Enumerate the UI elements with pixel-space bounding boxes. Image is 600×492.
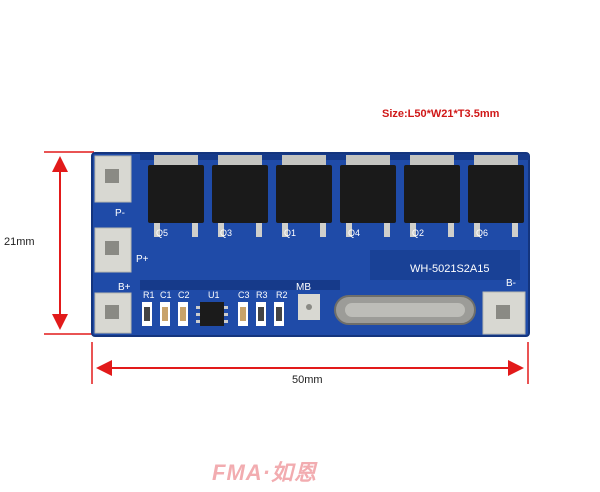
mosfet-q6: Q6: [468, 155, 524, 238]
pad-label-b-minus: B-: [506, 278, 516, 289]
pad-label-p-minus: P-: [115, 208, 125, 219]
mosfet-q4: Q4: [340, 155, 396, 238]
mosfet-label: Q4: [348, 228, 360, 238]
mosfet-label: Q6: [476, 228, 488, 238]
board-model-label: WH-5021S2A15: [410, 263, 490, 275]
pad-label-b-plus: B+: [118, 282, 131, 293]
size-caption: Size:L50*W21*T3.5mm: [382, 108, 500, 120]
pad-label-mb: MB: [296, 282, 311, 293]
mosfet-row: Q5 Q3 Q1 Q4 Q2 Q6: [148, 155, 524, 238]
component-label: R3: [256, 290, 268, 300]
mosfet-label: Q1: [284, 228, 296, 238]
component-label: R2: [276, 290, 288, 300]
dimension-height: [44, 151, 94, 335]
watermark-logo: FMA·如恩: [212, 460, 317, 485]
component-labels: R1 C1 C2 U1 C3 R3 R2: [143, 290, 288, 300]
component-label: C2: [178, 290, 190, 300]
width-dimension-label: 50mm: [292, 374, 323, 386]
pad-label-p-plus: P+: [136, 254, 149, 265]
mosfet-q5: Q5: [148, 155, 204, 238]
mosfet-q2: Q2: [404, 155, 460, 238]
component-label: C1: [160, 290, 172, 300]
height-dimension-label: 21mm: [4, 236, 35, 248]
mosfet-label: Q5: [156, 228, 168, 238]
dimension-width: [91, 342, 529, 384]
component-label: U1: [208, 290, 220, 300]
component-label: R1: [143, 290, 155, 300]
mosfet-label: Q2: [412, 228, 424, 238]
mosfet-label: Q3: [220, 228, 232, 238]
mosfet-q3: Q3: [212, 155, 268, 238]
mosfet-q1: Q1: [276, 155, 332, 238]
component-label: C3: [238, 290, 250, 300]
